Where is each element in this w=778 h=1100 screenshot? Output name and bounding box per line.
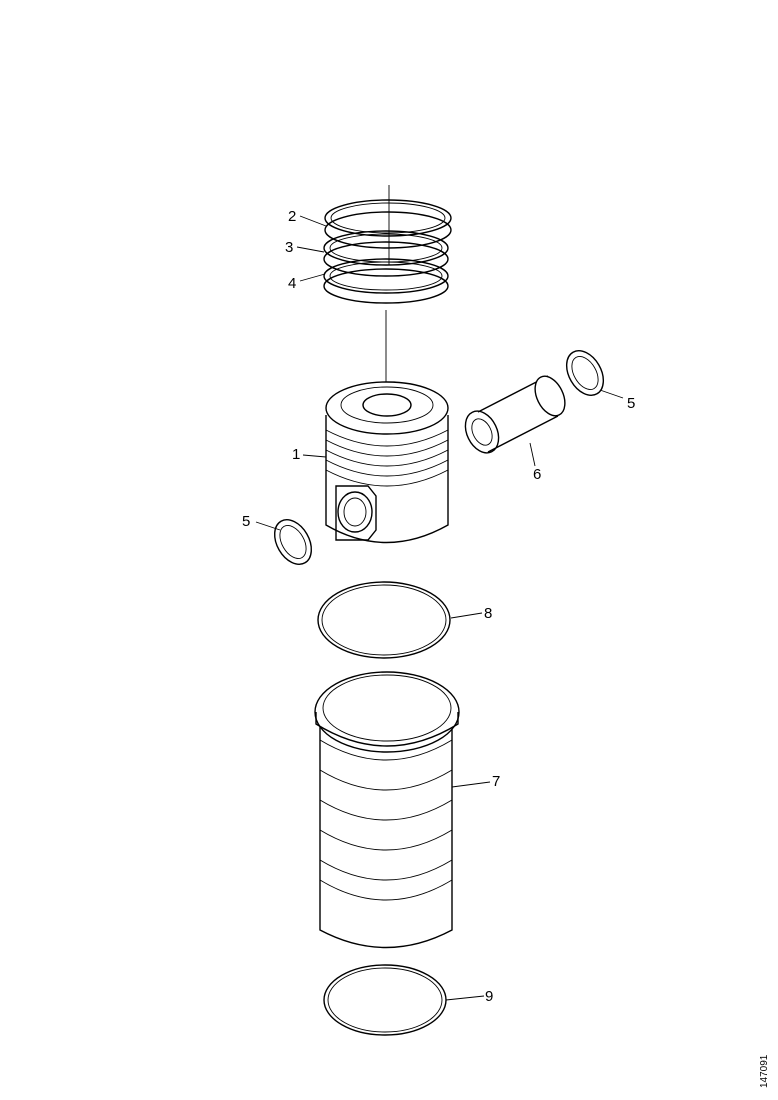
leader-lines [255,215,624,1001]
cylinder-liner [314,671,460,949]
circlip-upper [565,350,605,396]
callout-5-upper: 5 [627,395,635,412]
callout-9: 9 [485,988,493,1005]
piston [325,381,449,544]
seal-ring-lower [323,964,447,1036]
callout-2: 2 [288,208,296,225]
seal-ring-upper [317,581,451,659]
callout-4: 4 [288,275,296,292]
circlip-lower [273,519,313,565]
callout-6: 6 [533,466,541,483]
callout-8: 8 [484,605,492,622]
document-id: 147091 [759,1054,770,1088]
callout-7: 7 [492,773,500,790]
callout-1: 1 [292,446,300,463]
callout-5-lower: 5 [242,513,250,530]
piston-rings [323,199,452,304]
callout-3: 3 [285,239,293,256]
piston-pin [464,375,566,454]
callout-labels: 2 3 4 1 5 5 6 8 7 9 [242,208,635,1005]
